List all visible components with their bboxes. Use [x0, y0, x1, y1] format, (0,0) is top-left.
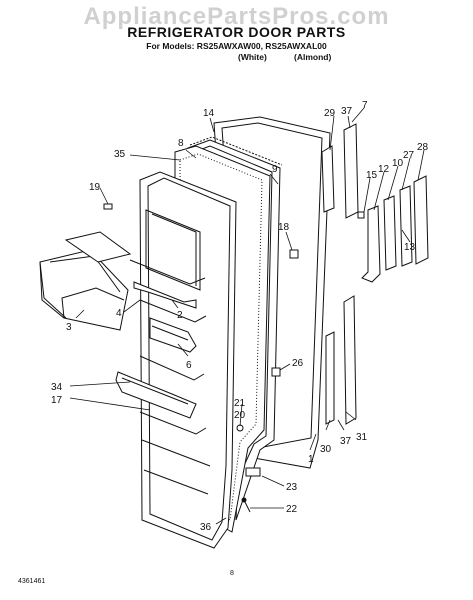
color-white: (White) — [238, 52, 267, 62]
door-bin-lower — [115, 371, 197, 419]
page-number: 8 — [230, 570, 234, 577]
door-bin-upper — [133, 281, 197, 309]
callout-10: 10 — [392, 158, 404, 169]
callout-22: 22 — [286, 504, 298, 515]
door-bin-middle — [149, 317, 197, 353]
callout-14: 14 — [203, 108, 215, 119]
callout-27: 27 — [403, 150, 415, 161]
color-almond: (Almond) — [294, 52, 332, 62]
hinge-bracket — [245, 467, 261, 477]
callout-26: 26 — [292, 358, 304, 369]
watermark: AppliancePartsPros.com — [83, 3, 390, 30]
callout-4: 4 — [116, 308, 122, 319]
callout-6: 6 — [186, 360, 192, 371]
callout-20: 20 — [234, 410, 246, 421]
callout-30: 30 — [320, 444, 332, 455]
side-trim-set — [361, 175, 429, 283]
model-list: For Models: RS25AWXAW00, RS25AWXAL00 — [146, 41, 327, 51]
handle-lower — [325, 331, 335, 425]
callout-labels: 14 8 35 19 3 4 2 6 34 17 36 29 37 7 15 1… — [51, 100, 429, 533]
callout-9: 9 — [272, 164, 278, 175]
handle-trim-upper — [343, 123, 359, 219]
stopper-19 — [103, 203, 113, 210]
bracket-26 — [271, 367, 281, 377]
callout-31: 31 — [356, 432, 368, 443]
callout-34: 34 — [51, 382, 63, 393]
callout-12: 12 — [378, 164, 390, 175]
callout-21: 21 — [234, 398, 246, 409]
callout-3: 3 — [66, 322, 72, 333]
color-legend: (White) (Almond) — [238, 52, 331, 62]
callout-29: 29 — [324, 108, 336, 119]
callout-18: 18 — [278, 222, 290, 233]
handle-upper — [321, 145, 335, 213]
page-title: REFRIGERATOR DOOR PARTS — [127, 24, 346, 40]
callout-15: 15 — [366, 170, 378, 181]
part-18-clip — [289, 249, 299, 259]
callout-23: 23 — [286, 482, 298, 493]
callout-8: 8 — [178, 138, 184, 149]
inner-door-liner — [129, 171, 237, 549]
document-number: 4361461 — [18, 578, 46, 585]
callout-1: 1 — [308, 454, 314, 465]
stopper-15 — [357, 211, 365, 219]
dairy-door — [39, 231, 132, 331]
callout-13: 13 — [404, 242, 416, 253]
callout-17: 17 — [51, 395, 63, 406]
hinge-screw — [241, 497, 251, 513]
callout-28: 28 — [417, 142, 429, 153]
callout-19: 19 — [89, 182, 101, 193]
callout-35: 35 — [114, 149, 126, 160]
handle-trim-lower — [343, 295, 357, 425]
leader-lines — [69, 107, 425, 525]
callout-36: 36 — [200, 522, 212, 533]
callout-2: 2 — [177, 310, 183, 321]
callout-7: 7 — [362, 100, 368, 111]
callout-37-bottom: 37 — [340, 436, 352, 447]
callout-37-top: 37 — [341, 106, 353, 117]
